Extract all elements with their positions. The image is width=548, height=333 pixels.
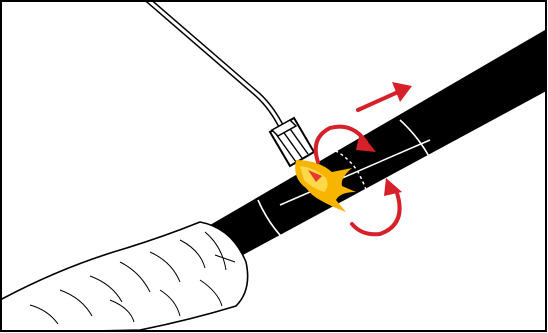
illustration-canvas — [0, 0, 548, 333]
heat-shrink-illustration — [0, 0, 548, 333]
